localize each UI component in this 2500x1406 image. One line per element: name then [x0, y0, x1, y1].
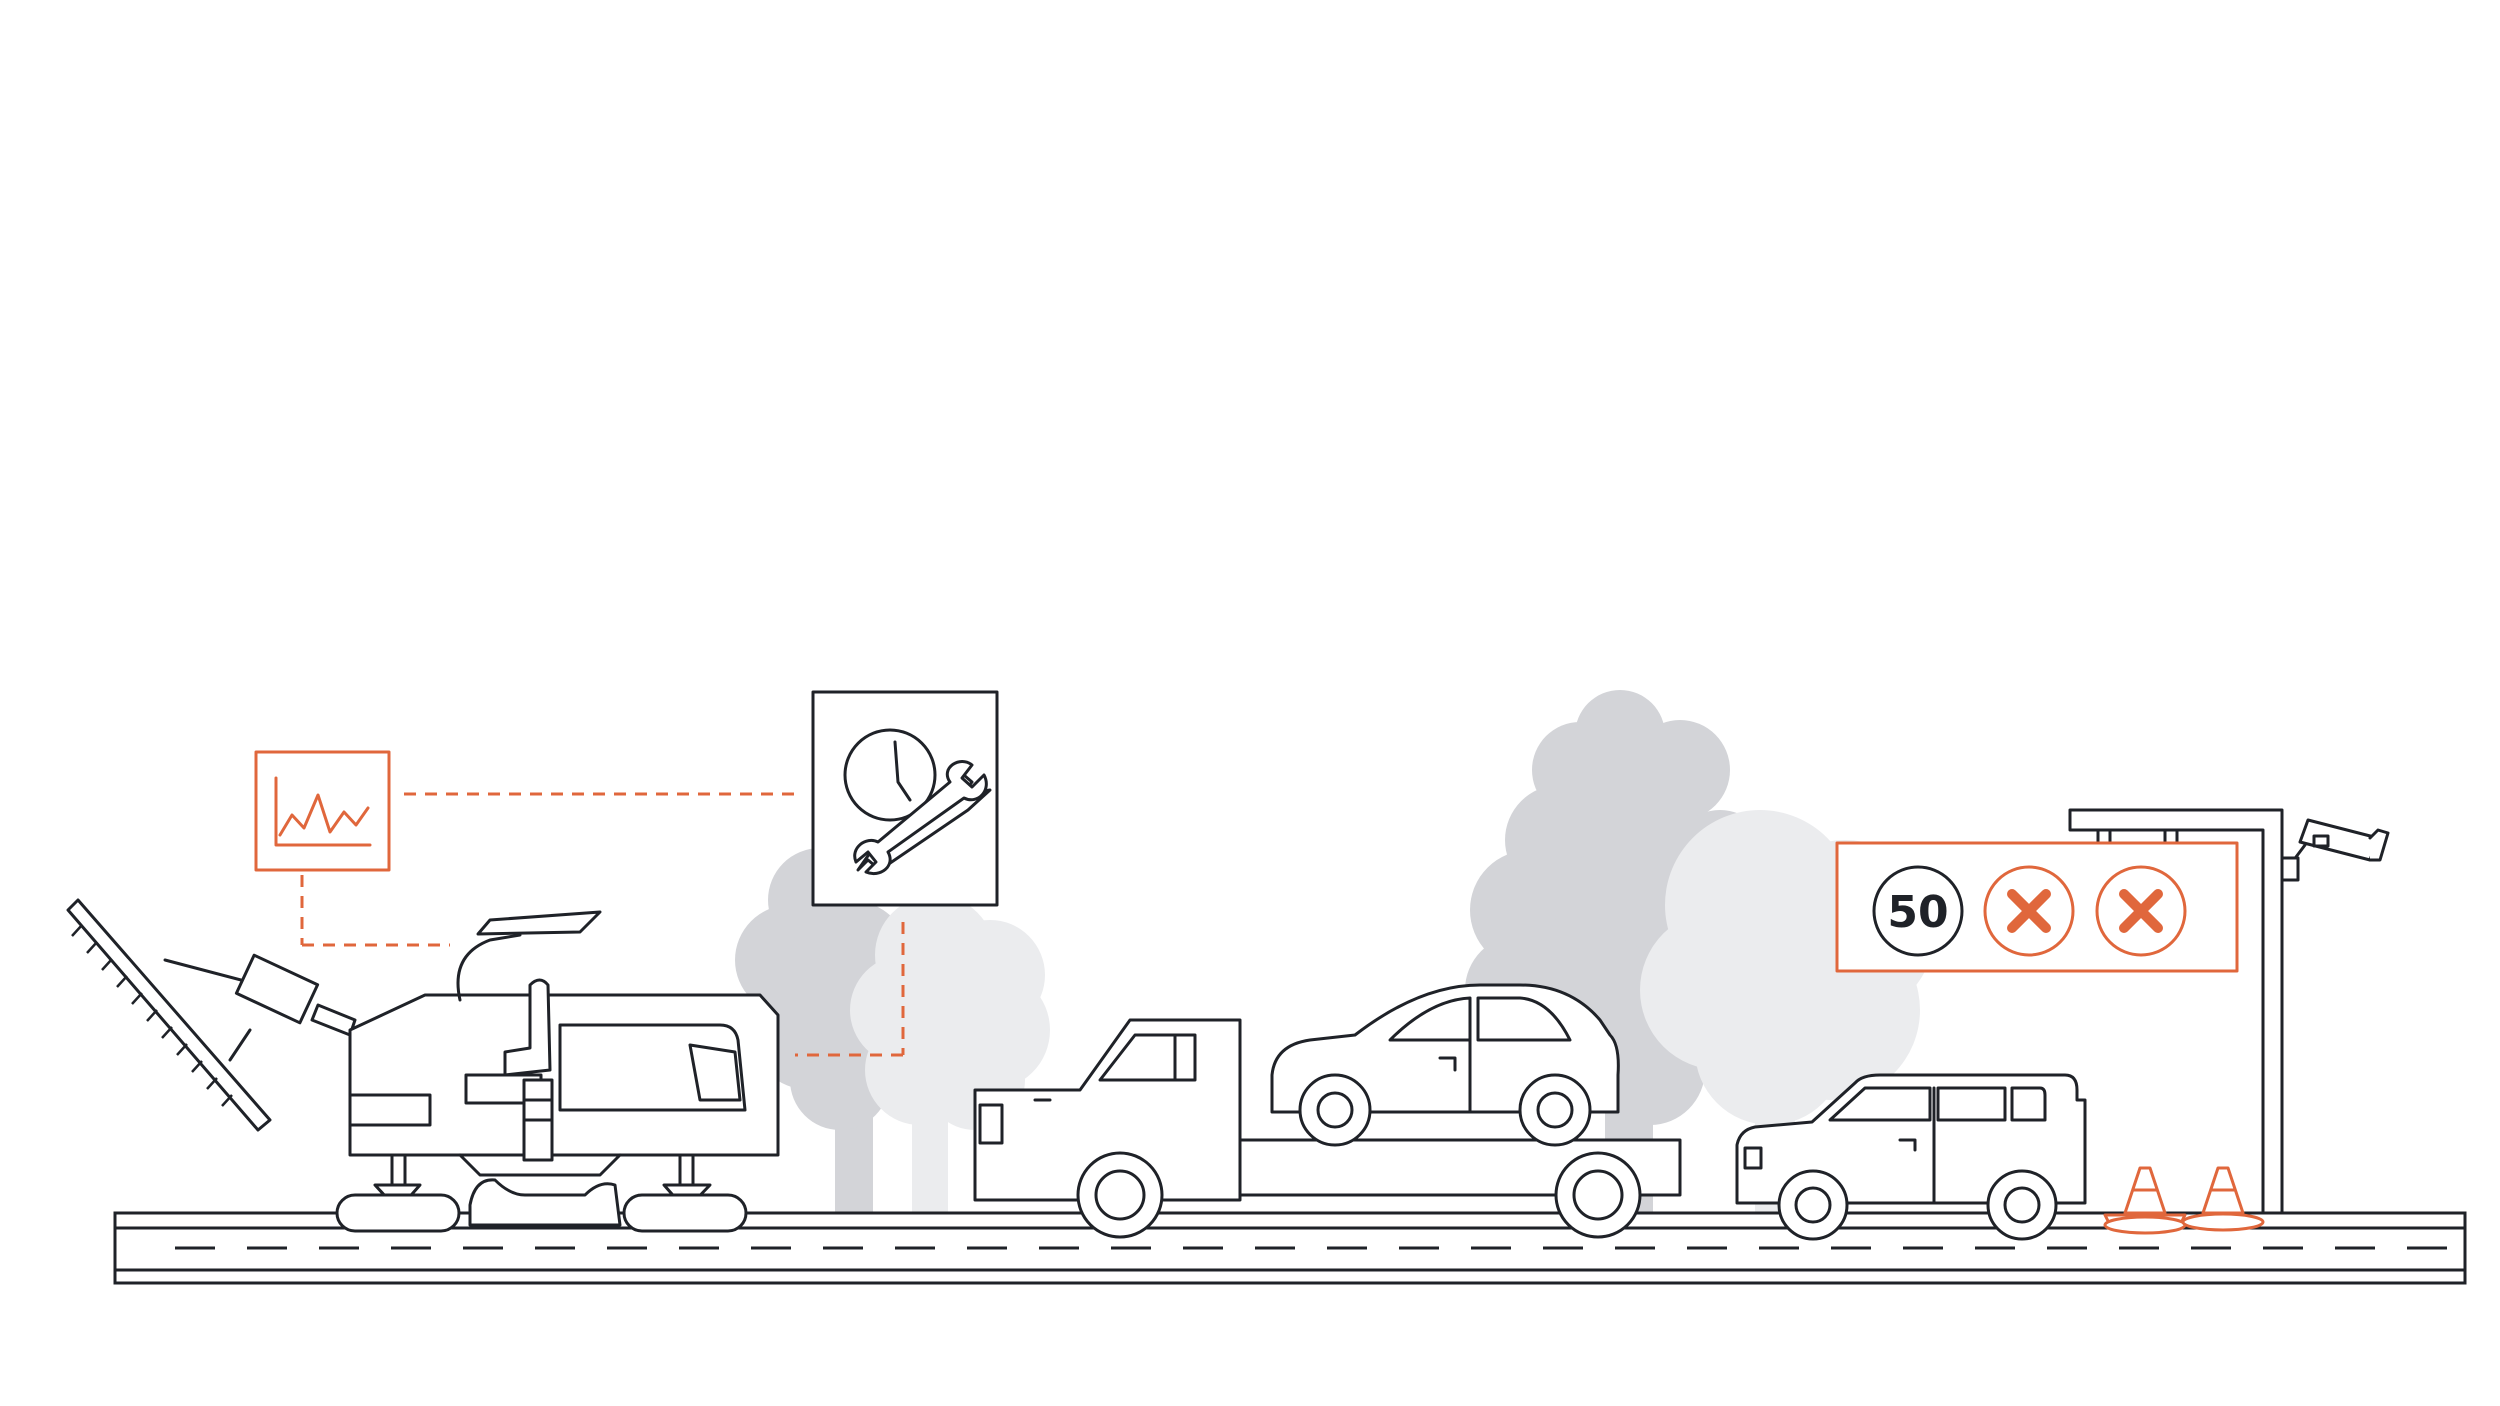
suv-wheel-front	[1777, 1169, 1849, 1241]
sedan-wheel-front	[1298, 1073, 1372, 1147]
traffic-cone-icon	[2181, 1166, 2265, 1232]
tree-left-light	[850, 895, 1050, 1215]
connector-lines	[300, 792, 905, 1057]
sign-gantry	[2068, 808, 2284, 1215]
speed-limit-sign: 50	[1872, 865, 1964, 957]
truck-wheel-front	[1076, 1151, 1164, 1239]
speed-limit-value: 50	[1887, 887, 1948, 938]
flatbed-tow-truck	[973, 1018, 1682, 1239]
traffic-cone-icon	[2103, 1166, 2187, 1235]
truck-wheel-rear	[1554, 1151, 1642, 1239]
overhead-sign: 50	[1835, 841, 2239, 973]
line-chart-icon	[254, 750, 391, 872]
conveyor-teeth	[71, 924, 233, 1107]
x-icon	[2095, 865, 2187, 957]
road-milling-machine	[66, 898, 780, 1233]
suv	[1735, 1073, 2087, 1241]
clock-wrench-icon	[811, 690, 999, 907]
x-icon	[1983, 865, 2075, 957]
sedan-on-truck	[1270, 983, 1620, 1147]
suv-wheel-rear	[1986, 1169, 2058, 1241]
traffic-camera-icon	[2280, 818, 2390, 882]
sedan-wheel-rear	[1518, 1073, 1592, 1147]
